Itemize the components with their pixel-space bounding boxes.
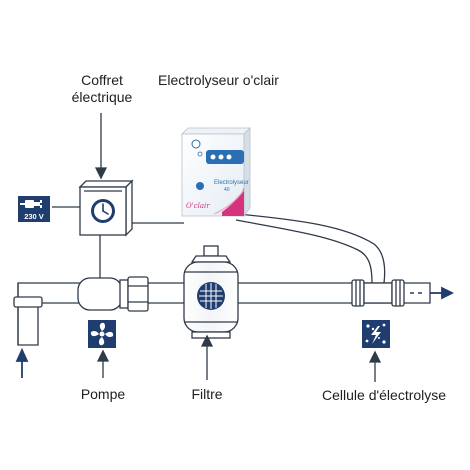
label-filtre: Filtre xyxy=(191,386,223,402)
fan-icon xyxy=(88,320,116,348)
clock-icon xyxy=(91,199,115,223)
electrolysis-cell xyxy=(351,279,405,307)
plug-icon xyxy=(18,196,50,222)
power-badge: 230 V xyxy=(24,212,44,221)
label-coffret-line2: électrique xyxy=(71,89,133,105)
inlet-arrow xyxy=(15,347,29,378)
filter-grid-icon xyxy=(197,282,225,310)
label-coffret-line1: Coffret xyxy=(81,72,123,88)
inlet-pipe xyxy=(13,296,43,308)
pump xyxy=(77,276,149,312)
device-model-line1: Electrolyseur xyxy=(214,180,249,186)
device-model-line2: 40 xyxy=(224,187,230,193)
pompe-pointer xyxy=(96,349,110,378)
coffret-pointer xyxy=(94,113,108,180)
filtre-pointer xyxy=(200,334,214,380)
label-electrolyseur: Electrolyseur o'clair xyxy=(158,72,279,88)
device-brand: O'clair xyxy=(186,202,210,210)
cellule-pointer xyxy=(368,350,382,382)
electrolyser-device xyxy=(181,127,251,218)
label-coffret: Coffret électrique xyxy=(60,72,144,106)
label-cellule: Cellule d'électrolyse xyxy=(322,387,447,403)
outlet-arrow xyxy=(430,286,455,300)
electrolysis-icon xyxy=(362,320,390,348)
cell-cables xyxy=(235,213,386,284)
label-pompe: Pompe xyxy=(80,386,126,402)
